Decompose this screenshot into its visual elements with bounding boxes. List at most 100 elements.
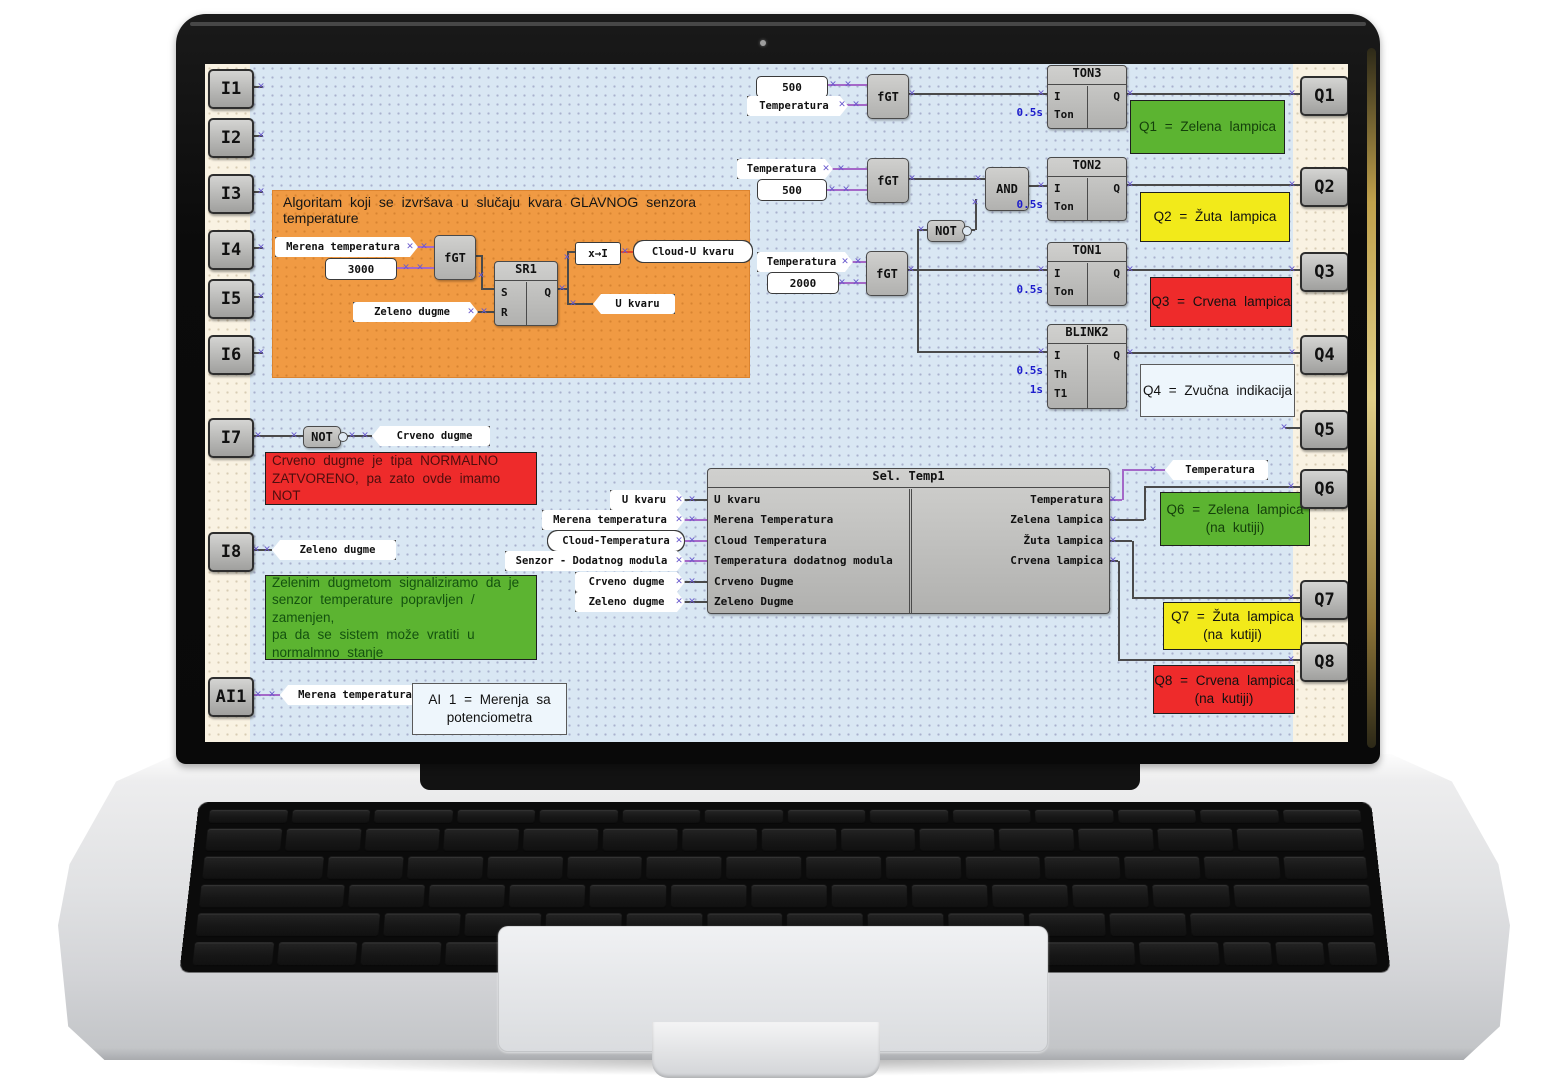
port-label: Q bbox=[544, 286, 551, 299]
webcam-icon bbox=[760, 40, 766, 46]
port-label: Ton bbox=[1054, 200, 1074, 213]
keyboard-key bbox=[646, 856, 722, 880]
input-block-i5[interactable]: I5 bbox=[208, 279, 254, 319]
connection-marker-icon: ✕ bbox=[1287, 593, 1295, 603]
output-block-q6[interactable]: Q6 bbox=[1300, 469, 1348, 509]
and-block[interactable]: AND bbox=[985, 167, 1029, 211]
input-block-i7[interactable]: I7 bbox=[208, 418, 254, 458]
blink2-block[interactable]: BLINK2 I Th T1 Q bbox=[1047, 324, 1127, 409]
tag-merena-temperatura[interactable]: Merena temperatura bbox=[275, 237, 418, 257]
ton2-block[interactable]: TON2 I Ton Q bbox=[1047, 157, 1127, 221]
note-q2[interactable]: Q2 = Žuta lampica bbox=[1140, 192, 1290, 242]
not-block[interactable]: NOT bbox=[927, 220, 965, 242]
connection-marker-icon: ✕ bbox=[1287, 482, 1295, 492]
connection-marker-icon: ✕ bbox=[480, 307, 488, 317]
keyboard-key bbox=[539, 810, 618, 824]
output-block-q8[interactable]: Q8 bbox=[1300, 642, 1348, 682]
fgt-block[interactable]: fGT bbox=[434, 235, 476, 280]
output-block-q5[interactable]: Q5 bbox=[1300, 410, 1348, 450]
input-block-i6[interactable]: I6 bbox=[208, 335, 254, 375]
keyboard-key bbox=[1044, 856, 1121, 880]
output-block-q7[interactable]: Q7 bbox=[1300, 580, 1348, 620]
constant-value[interactable]: 3000 bbox=[325, 258, 397, 280]
fgt-block[interactable]: fGT bbox=[866, 251, 908, 296]
ton3-block[interactable]: TON3 I Ton Q bbox=[1047, 65, 1127, 129]
tag-cloud-temperatura[interactable]: Cloud-Temperatura bbox=[548, 531, 684, 551]
keyboard-row bbox=[202, 856, 1368, 880]
input-block-i8[interactable]: I8 bbox=[208, 532, 254, 572]
input-block-i4[interactable]: I4 bbox=[208, 230, 254, 270]
tag-merena-temperatura[interactable]: Merena temperatura bbox=[542, 510, 685, 530]
constant-value[interactable]: 2000 bbox=[767, 272, 839, 294]
wire bbox=[250, 435, 303, 437]
tag-zeleno-dugme[interactable]: Zeleno dugme bbox=[575, 592, 685, 612]
note-q4[interactable]: Q4 = Zvučna indikacija bbox=[1140, 364, 1295, 417]
input-block-i3[interactable]: I3 bbox=[208, 174, 254, 214]
tag-temperatura[interactable]: Temperatura bbox=[747, 96, 848, 116]
wire bbox=[1125, 269, 1300, 271]
tag-zeleno-dugme[interactable]: Zeleno dugme bbox=[272, 540, 396, 560]
connection-marker-icon: ✕ bbox=[1280, 423, 1288, 433]
tag-crveno-dugme[interactable]: Crveno dugme bbox=[575, 572, 685, 592]
output-block-q2[interactable]: Q2 bbox=[1300, 167, 1348, 207]
output-block-q3[interactable]: Q3 bbox=[1300, 252, 1348, 292]
output-block-q4[interactable]: Q4 bbox=[1300, 335, 1348, 375]
keyboard-key bbox=[806, 856, 882, 880]
tag-cloud-u-kvaru[interactable]: Cloud-U kvaru bbox=[634, 241, 752, 262]
tag-temperatura[interactable]: Temperatura bbox=[757, 252, 853, 272]
fgt-block[interactable]: fGT bbox=[867, 158, 909, 203]
connection-marker-icon: ✕ bbox=[675, 597, 683, 607]
note-q3[interactable]: Q3 = Crvena lampica bbox=[1150, 277, 1292, 327]
convert-x-to-i-block[interactable]: x→I bbox=[575, 242, 621, 265]
tag-merena-temperatura-out[interactable]: Merena temperatura bbox=[280, 685, 423, 705]
algorithm-panel-title: Algoritam koji se izvršava u slučaju kva… bbox=[283, 194, 696, 226]
keyboard-key bbox=[291, 810, 370, 824]
sr1-block[interactable]: SR1 S R Q bbox=[494, 261, 558, 326]
keyboard-key bbox=[726, 856, 802, 880]
tag-senzor-dodatnog-modula[interactable]: Senzor - Dodatnog modula bbox=[505, 551, 685, 571]
connection-marker-icon: ✕ bbox=[348, 431, 356, 441]
input-block-i2[interactable]: I2 bbox=[208, 118, 254, 158]
connection-marker-icon: ✕ bbox=[675, 495, 683, 505]
ton1-block[interactable]: TON1 I Ton Q bbox=[1047, 242, 1127, 306]
note-q6[interactable]: Q6 = Zelena lampica(na kutiji) bbox=[1160, 492, 1310, 546]
output-block-q1[interactable]: Q1 bbox=[1300, 76, 1348, 116]
not-block[interactable]: NOT bbox=[303, 426, 341, 448]
note-q8[interactable]: Q8 = Crvena lampica(na kutiji) bbox=[1153, 665, 1295, 714]
connection-marker-icon: ✕ bbox=[1287, 655, 1295, 665]
sel-temp1-block[interactable]: Sel. Temp1 U kvaru Merena Temperatura Cl… bbox=[707, 468, 1110, 614]
connection-marker-icon: ✕ bbox=[563, 253, 571, 263]
note-q1[interactable]: Q1 = Zelena lampica bbox=[1130, 100, 1285, 154]
port-label: Th bbox=[1054, 368, 1068, 381]
fgt-block[interactable]: fGT bbox=[867, 74, 909, 119]
port-label: R bbox=[501, 306, 508, 319]
tag-u-kvaru[interactable]: U kvaru bbox=[593, 294, 675, 314]
lid-notch bbox=[652, 1022, 880, 1078]
note-q7[interactable]: Q7 = Žuta lampica(na kutiji) bbox=[1163, 602, 1302, 650]
input-block-i1[interactable]: I1 bbox=[208, 69, 254, 109]
keyboard-key bbox=[751, 884, 827, 909]
tag-crveno-dugme[interactable]: Crveno dugme bbox=[372, 426, 490, 446]
tag-temperatura[interactable]: Temperatura bbox=[737, 159, 833, 179]
constant-value[interactable]: 500 bbox=[756, 76, 828, 98]
laptop-lid: Algoritam koji se izvršava u slučaju kva… bbox=[176, 14, 1380, 764]
port-label: S bbox=[501, 286, 508, 299]
constant-value[interactable]: 500 bbox=[757, 179, 827, 201]
wire bbox=[1122, 470, 1124, 500]
connection-marker-icon: ✕ bbox=[908, 174, 916, 184]
keyboard-key bbox=[364, 828, 441, 852]
tag-zeleno-dugme[interactable]: Zeleno dugme bbox=[353, 302, 478, 322]
connection-marker-icon: ✕ bbox=[907, 265, 915, 275]
tag-u-kvaru[interactable]: U kvaru bbox=[610, 490, 685, 510]
keyboard-key bbox=[202, 856, 324, 880]
keyboard-key bbox=[1327, 942, 1378, 967]
input-rail bbox=[205, 64, 250, 742]
input-block-ai1[interactable]: AI1 bbox=[208, 677, 254, 717]
wire bbox=[906, 269, 1047, 271]
connection-marker-icon: ✕ bbox=[406, 242, 414, 252]
tag-temperatura-out[interactable]: Temperatura bbox=[1165, 460, 1268, 480]
keyboard-key bbox=[589, 884, 666, 909]
